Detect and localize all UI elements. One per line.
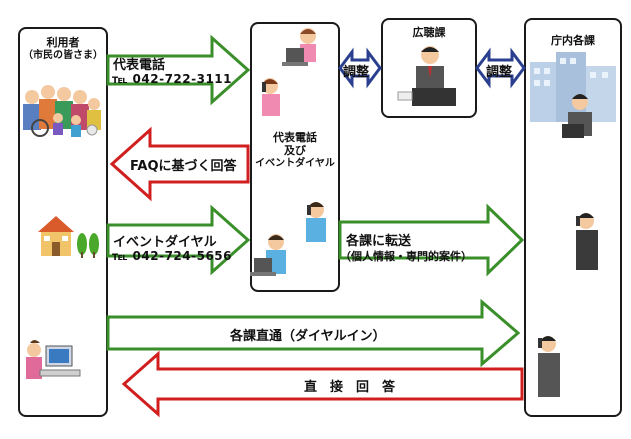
user-at-computer-illustration [26, 340, 81, 379]
main-phone-number: ℡ 042-722-3111 [112, 72, 233, 86]
transfer-arrow [338, 203, 525, 277]
city-hall-building-illustration [530, 52, 616, 122]
adjust-right-label: 調整 [486, 65, 513, 80]
users-subtitle: （市民の皆さま） [23, 50, 103, 61]
adjust-left-label: 調整 [343, 65, 370, 80]
adjust-right-arrow [475, 47, 526, 89]
operator-woman-phone-illustration [262, 78, 280, 116]
departments-title: 庁内各課 [551, 34, 595, 47]
department-staff-pc-illustration [562, 94, 592, 138]
faq-answer-arrow [109, 126, 250, 202]
users-title: 利用者 [46, 36, 80, 49]
event-dial-arrow [106, 204, 251, 276]
transfer-label-line1: 各課に転送 [346, 234, 412, 249]
direct-dial-label: 各課直通（ダイヤルイン） [230, 329, 386, 344]
operator-title-line3: イベントダイヤル [255, 158, 335, 169]
direct-dial-arrow [106, 298, 521, 368]
operator-panel [250, 22, 340, 292]
department-staff-standing-illustration [538, 336, 560, 397]
operator-title-line1: 代表電話 [273, 131, 317, 144]
faq-answer-label: FAQに基づく回答 [130, 159, 237, 174]
operator-man-phone-illustration [306, 202, 326, 242]
department-staff-phone-illustration [576, 213, 598, 270]
pr-section-title: 広聴課 [412, 26, 446, 39]
operator-man-pc-illustration [250, 234, 286, 276]
transfer-label-line2: （個人情報・専門的案件） [340, 250, 472, 263]
operator-title-line2: 及び [284, 144, 306, 157]
house-and-trees-illustration [38, 216, 99, 258]
event-dial-number: ℡ 042-724-5656 [112, 249, 233, 263]
pr-officer-illustration [397, 46, 456, 106]
direct-answer-label: 直 接 回 答 [304, 380, 396, 395]
main-phone-arrow [106, 34, 251, 106]
main-phone-label: 代表電話 [113, 58, 166, 73]
adjust-left-arrow [338, 47, 382, 89]
operator-woman-pc-illustration [282, 28, 316, 66]
citizens-crowd-illustration [23, 85, 101, 137]
event-dial-label: イベントダイヤル [113, 235, 217, 250]
direct-answer-arrow [121, 350, 524, 418]
